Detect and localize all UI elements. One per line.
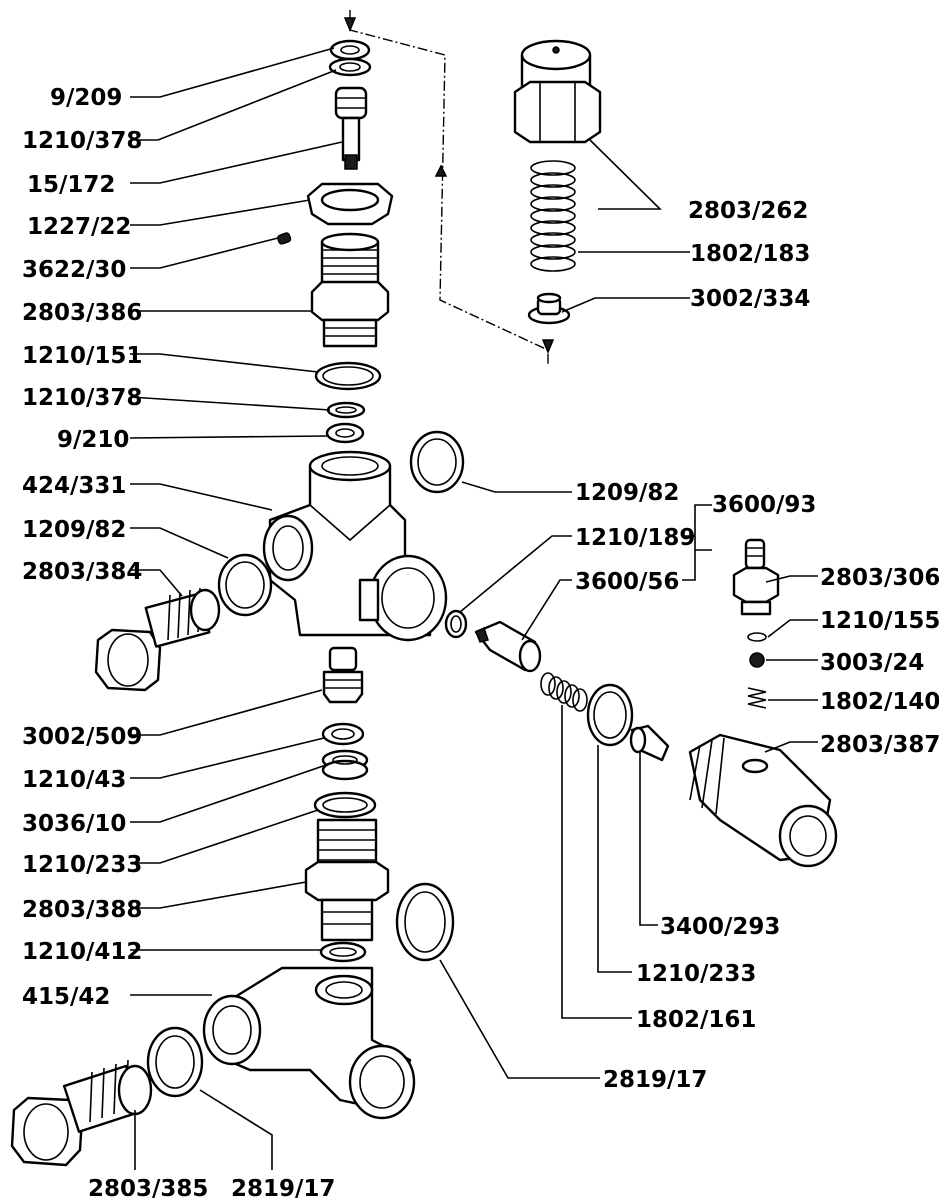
valve-stem-15-172	[334, 86, 368, 170]
nut-1227-22	[306, 182, 394, 226]
label-2803-262: 2803/262	[688, 198, 808, 224]
assembly-path-line	[343, 10, 555, 365]
label-1227-22: 1227/22	[27, 214, 131, 240]
label-3002-334: 3002/334	[690, 286, 810, 312]
ring-9-209	[329, 39, 371, 61]
ring-1210-155	[747, 632, 767, 642]
label-1210-412: 1210/412	[22, 939, 142, 965]
label-1802-161: 1802/161	[636, 1007, 756, 1033]
label-1209-82-left: 1209/82	[22, 517, 126, 543]
ring-1210-412	[319, 941, 367, 963]
nozzle-3600-56	[474, 620, 542, 673]
label-1210-378-mid: 1210/378	[22, 385, 142, 411]
label-424-331: 424/331	[22, 473, 126, 499]
oring-1210-233-right	[586, 683, 634, 747]
ring-1210-43	[321, 722, 365, 746]
ring-1210-378-mid	[326, 401, 366, 419]
seal-ring-2819-17-right	[395, 882, 455, 962]
label-3036-10: 3036/10	[22, 811, 126, 837]
label-1210-233-right: 1210/233	[636, 961, 756, 987]
label-3622-30: 3622/30	[22, 257, 126, 283]
label-9-210: 9/210	[57, 427, 129, 453]
spring-1802-140	[747, 687, 767, 709]
label-3600-56: 3600/56	[575, 569, 679, 595]
label-1210-233-left: 1210/233	[22, 852, 142, 878]
label-1209-82-right: 1209/82	[575, 480, 679, 506]
label-2803-385: 2803/385	[88, 1176, 208, 1202]
part-number-labels: 9/209 1210/378 15/172 1227/22 3622/30 28…	[22, 85, 939, 1202]
ring-1210-378-top	[328, 57, 372, 77]
seal-ring-2819-17-bottom	[146, 1026, 204, 1098]
label-1210-189: 1210/189	[575, 525, 695, 551]
spring-1802-161	[540, 672, 588, 712]
label-2803-388: 2803/388	[22, 897, 142, 923]
banjo-bolt-2803-385	[10, 1059, 153, 1167]
tee-fitting-415-42	[202, 966, 416, 1120]
label-3600-93: 3600/93	[712, 492, 816, 518]
leader-lines	[129, 47, 818, 1170]
fitting-2803-386	[310, 232, 390, 348]
label-3002-509: 3002/509	[22, 724, 142, 750]
label-15-172: 15/172	[27, 172, 115, 198]
label-2819-17-right: 2819/17	[603, 1067, 707, 1093]
label-415-42: 415/42	[22, 984, 110, 1010]
label-1802-183: 1802/183	[690, 241, 810, 267]
ring-1210-151	[314, 361, 382, 391]
set-screw-3622-30	[277, 232, 292, 245]
oring-1210-189	[444, 609, 468, 639]
seal-ring-1209-82-left	[217, 553, 273, 617]
label-2803-386: 2803/386	[22, 300, 142, 326]
label-2803-384: 2803/384	[22, 559, 142, 585]
banjo-bolt-2803-384	[94, 587, 221, 692]
label-2803-387: 2803/387	[820, 732, 939, 758]
valve-seat-3002-334	[527, 292, 571, 325]
cap-nut-2803-262	[513, 39, 602, 144]
label-1802-140: 1802/140	[820, 689, 939, 715]
nipple-2803-306	[732, 538, 780, 616]
spring-1802-183	[530, 160, 576, 272]
fitting-2803-388	[304, 818, 390, 942]
ball-3003-24	[749, 652, 765, 668]
valve-body-424-331	[262, 450, 448, 642]
label-1210-43: 1210/43	[22, 767, 126, 793]
ring-3036-10	[321, 749, 369, 781]
fitting-3002-509	[322, 646, 364, 704]
oring-1210-233-left	[313, 791, 377, 819]
pin-3400-293	[629, 724, 670, 762]
label-9-209: 9/209	[50, 85, 122, 111]
label-3003-24: 3003/24	[820, 650, 924, 676]
label-3400-293: 3400/293	[660, 914, 780, 940]
label-2803-306: 2803/306	[820, 565, 939, 591]
ring-9-210	[325, 422, 365, 444]
seal-ring-1209-82-right	[409, 430, 465, 494]
label-1210-151: 1210/151	[22, 343, 142, 369]
label-1210-155: 1210/155	[820, 608, 939, 634]
label-1210-378-top: 1210/378	[22, 128, 142, 154]
label-2819-17-bottom: 2819/17	[231, 1176, 335, 1202]
fitting-2803-387	[688, 733, 838, 868]
